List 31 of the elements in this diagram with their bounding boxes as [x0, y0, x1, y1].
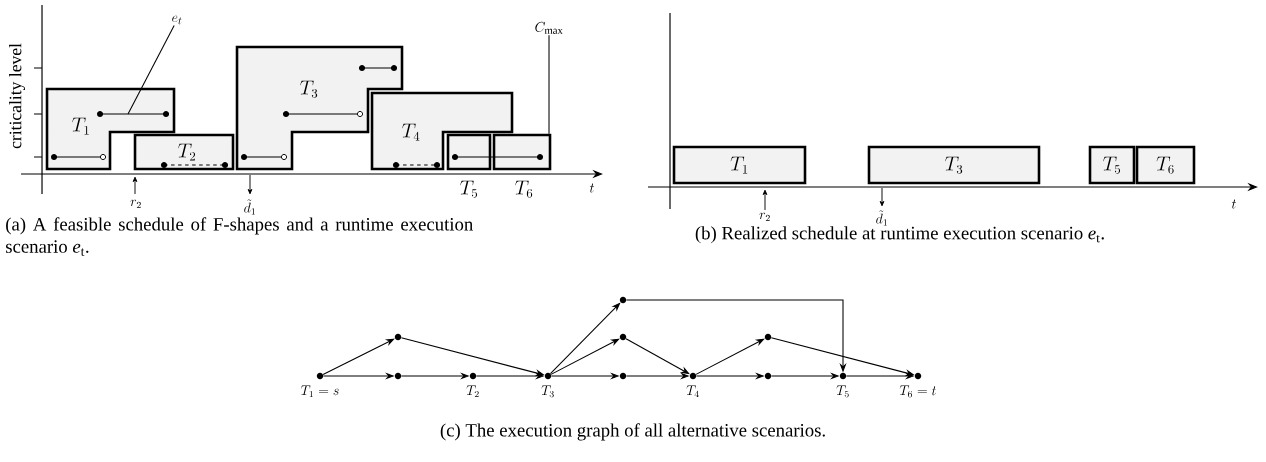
- caption: (c) The execution graph of all alternative scenarios.: [440, 423, 825, 441]
- arrow: [625, 338, 690, 375]
- task-box: $T_1$: [672, 145, 807, 185]
- axis-label: criticality level: [9, 43, 25, 149]
- node-label: $T_6 = t$: [899, 385, 937, 398]
- node-label: $T_4$: [686, 385, 699, 398]
- arrow: [695, 338, 765, 375]
- task-label: $T_6$: [515, 180, 533, 198]
- task-label: $T_5$: [460, 180, 478, 198]
- caption: (a) A feasible schedule of F-shapes and a runtime execution scenario e$_{t}$.: [6, 217, 473, 256]
- arrow: [322, 338, 395, 375]
- node-label: $T_3$: [541, 385, 554, 398]
- axis-label: $t$: [589, 183, 595, 193]
- axis-label: $\tilde{d}_1$: [244, 199, 255, 215]
- task-box: $T_6$: [1135, 145, 1196, 185]
- axis-label: $r_2$: [759, 212, 770, 222]
- node-label: $T_1 = s$: [301, 385, 339, 398]
- leader-line: [548, 34, 550, 135]
- arrow: [550, 338, 620, 375]
- task-box: $T_5$: [1088, 145, 1136, 185]
- axis-label: $r_2$: [130, 199, 141, 209]
- task-box: $T_3$: [867, 145, 1041, 185]
- axis-label: $\tilde{d}_1$: [876, 210, 887, 226]
- leader-line: [127, 24, 175, 115]
- caption: (b) Realized schedule at runtime execution scenario e$_{t}$.: [695, 226, 1104, 244]
- node-label: $T_2$: [466, 385, 479, 398]
- annotation: $e_t$: [172, 15, 182, 25]
- task-box: $T_2$: [133, 133, 235, 171]
- annotation: $C_{\max}$: [535, 21, 563, 34]
- axis-label: $t$: [1231, 199, 1237, 209]
- node-label: $T_5$: [836, 385, 849, 398]
